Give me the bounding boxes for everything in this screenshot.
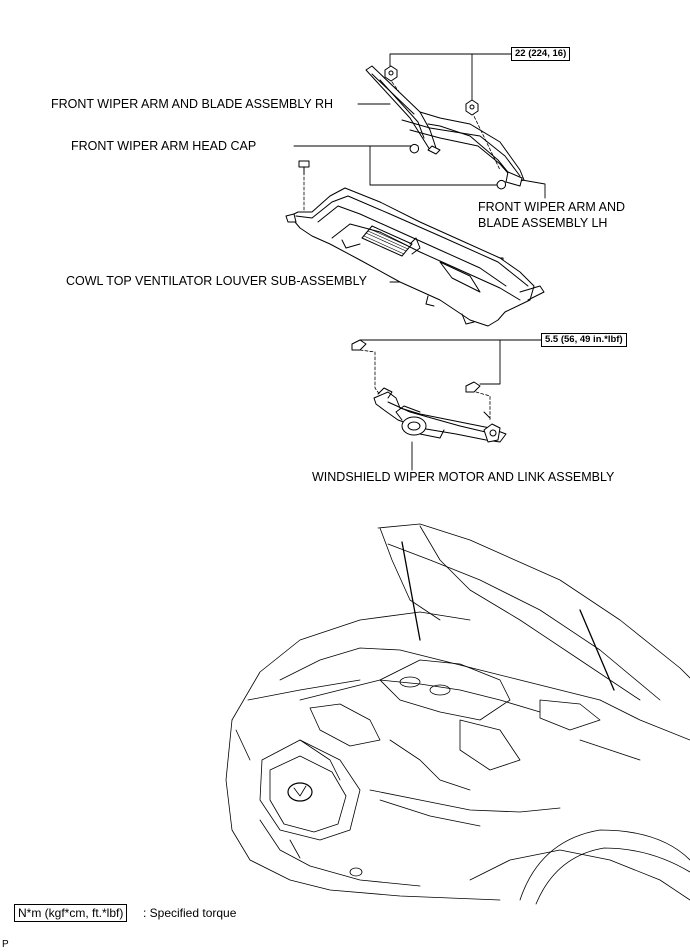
label-front-wiper-arm-lh-line1: FRONT WIPER ARM AND <box>478 200 626 214</box>
head-cap-icon <box>409 143 506 190</box>
legend-unit-box: N*m (kgf*cm, ft.*lbf) <box>14 904 128 922</box>
label-windshield-wiper-motor: WINDSHIELD WIPER MOTOR AND LINK ASSEMBLY <box>312 470 615 484</box>
legend-description: : Specified torque <box>143 906 237 920</box>
front-wiper-arm-lh <box>401 119 523 187</box>
nut-icon <box>465 99 479 116</box>
corner-mark: P <box>2 939 9 950</box>
label-front-wiper-arm-rh: FRONT WIPER ARM AND BLADE ASSEMBLY RH <box>51 97 334 111</box>
torque-spec-box-mid: 5.5 (56, 49 in.*lbf) <box>541 333 627 347</box>
wiper-motor-and-link <box>351 339 507 443</box>
label-front-wiper-arm-head-cap: FRONT WIPER ARM HEAD CAP <box>71 139 257 153</box>
cowl-top-ventilator-louver <box>285 187 545 327</box>
nut-icon <box>384 65 398 82</box>
label-front-wiper-arm-lh-line2: BLADE ASSEMBLY LH <box>478 216 608 230</box>
label-cowl-top-ventilator-louver: COWL TOP VENTILATOR LOUVER SUB-ASSEMBLY <box>66 274 368 288</box>
bolt-icon <box>351 339 481 393</box>
vehicle-illustration <box>225 523 690 905</box>
torque-spec-box-top: 22 (224, 16) <box>511 47 571 61</box>
leader-lines <box>293 53 546 471</box>
front-wiper-arm-rh <box>365 65 525 183</box>
